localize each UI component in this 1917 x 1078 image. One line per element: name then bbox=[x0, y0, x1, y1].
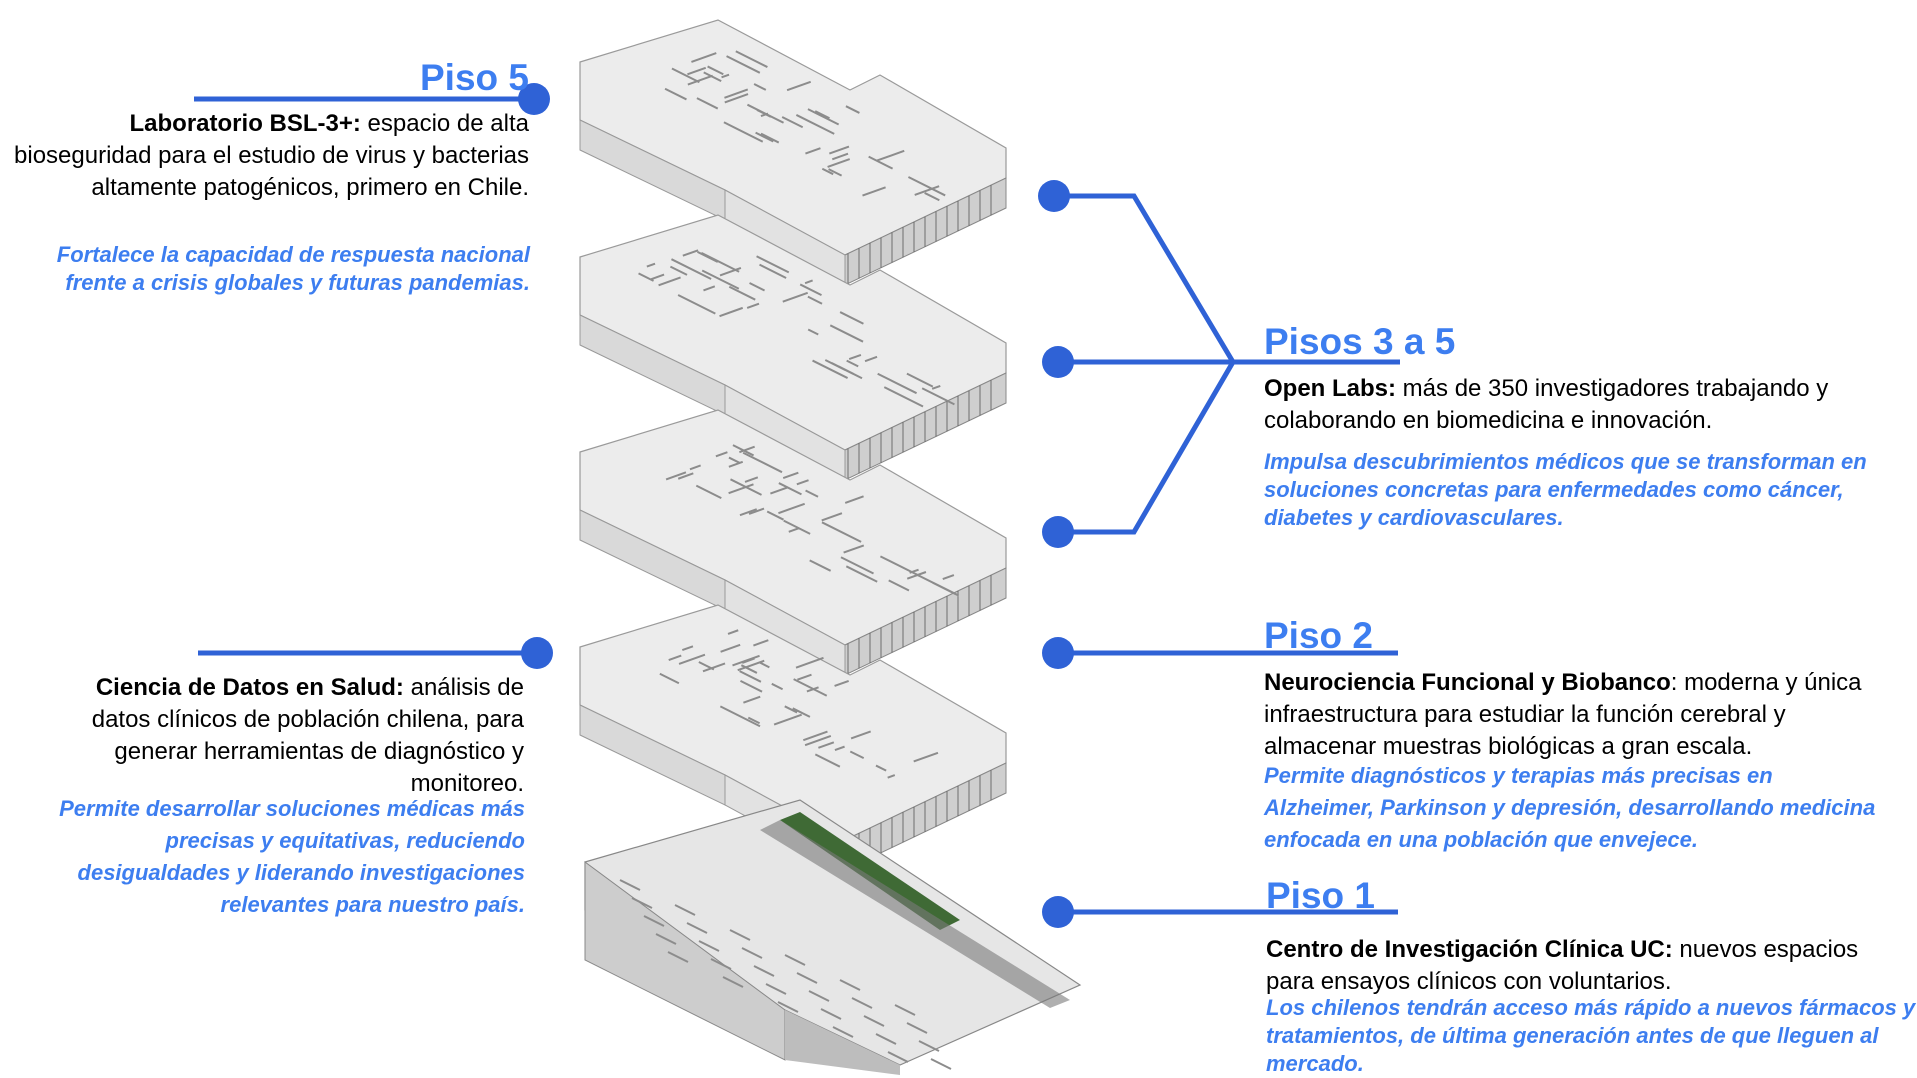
marker-dot-floor4 bbox=[1042, 346, 1074, 378]
floor-plate-1 bbox=[584, 799, 1082, 1075]
garden-strip bbox=[780, 812, 960, 930]
piso5-lead: Laboratorio BSL-3+: bbox=[129, 110, 361, 137]
floor-plate-5 bbox=[579, 19, 1007, 286]
datos-description: Ciencia de Datos en Salud: análisis de d… bbox=[40, 672, 524, 800]
marker-dot-piso1 bbox=[1042, 896, 1074, 928]
pisos3a5-impact: Impulsa descubrimientos médicos que se t… bbox=[1264, 449, 1867, 530]
marker-dot-datos bbox=[521, 637, 553, 669]
piso2-lead: Neurociencia Funcional y Biobanco bbox=[1264, 669, 1671, 696]
marker-dot-floor5 bbox=[1038, 180, 1070, 212]
piso5-description: Laboratorio BSL-3+: espacio de alta bios… bbox=[6, 108, 529, 204]
piso1-title: Piso 1 bbox=[1266, 875, 1375, 916]
pisos3a5-body: más de 350 investigadores trabajando y c… bbox=[1264, 375, 1829, 434]
piso1-impact: Los chilenos tendrán acceso más rápido a… bbox=[1266, 995, 1916, 1076]
datos-body: análisis de datos clínicos de población … bbox=[91, 674, 524, 797]
marker-dot-piso2 bbox=[1042, 637, 1074, 669]
pisos3a5-title: Pisos 3 a 5 bbox=[1264, 321, 1456, 362]
piso5-title: Piso 5 bbox=[420, 57, 529, 98]
piso2-title: Piso 2 bbox=[1264, 615, 1373, 656]
piso1-lead: Centro de Investigación Clínica UC: bbox=[1266, 936, 1673, 963]
floor-plate-4 bbox=[579, 214, 1007, 481]
piso2-impact: Permite diagnósticos y terapias más prec… bbox=[1264, 763, 1876, 852]
piso1-body: nuevos espacios para ensayos clínicos co… bbox=[1266, 936, 1859, 995]
piso2-description: Neurociencia Funcional y Biobanco: moder… bbox=[1264, 667, 1904, 763]
piso2-body: : moderna y única infraestructura para e… bbox=[1264, 669, 1862, 760]
marker-dot-floor3 bbox=[1042, 516, 1074, 548]
pisos3a5-lead: Open Labs: bbox=[1264, 375, 1397, 402]
datos-impact: Permite desarrollar soluciones médicas m… bbox=[59, 796, 525, 917]
piso5-impact: Fortalece la capacidad de respuesta naci… bbox=[56, 242, 530, 295]
piso5-body: espacio de alta bioseguridad para el est… bbox=[14, 110, 529, 201]
floor-plate-3 bbox=[579, 409, 1007, 676]
datos-lead: Ciencia de Datos en Salud: bbox=[95, 674, 404, 701]
piso1-description: Centro de Investigación Clínica UC: nuev… bbox=[1266, 934, 1866, 998]
pisos3a5-description: Open Labs: más de 350 investigadores tra… bbox=[1264, 373, 1904, 437]
marker-dot-piso5 bbox=[518, 83, 550, 115]
